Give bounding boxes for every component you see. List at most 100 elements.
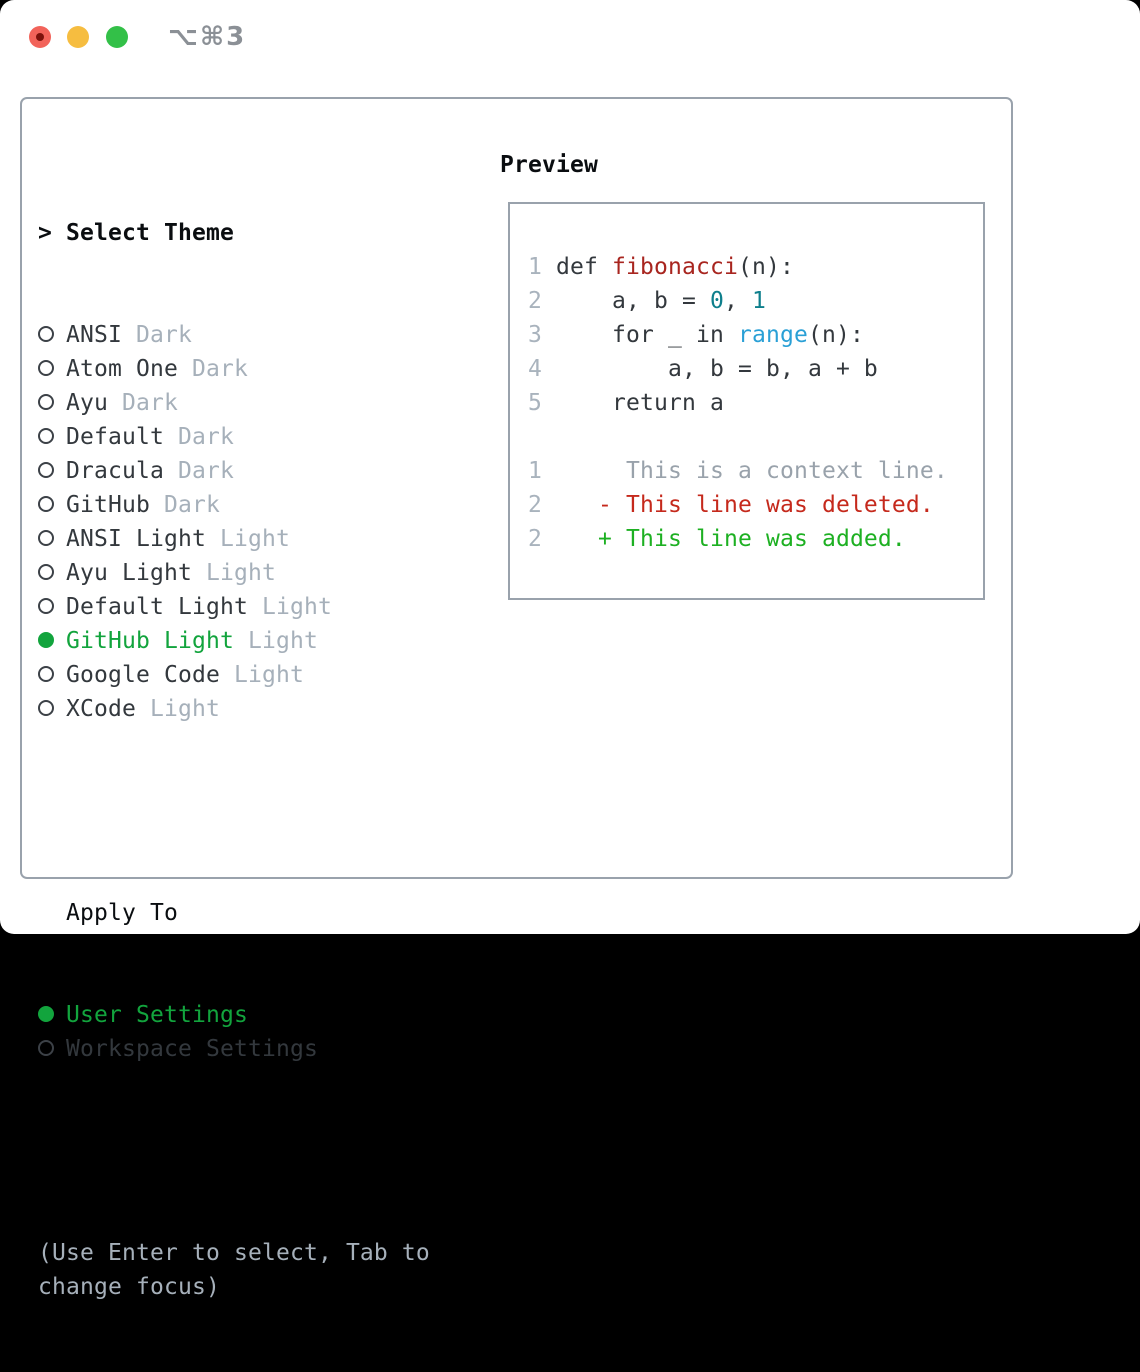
theme-variant: Dark: [149, 492, 220, 518]
radio-ring-icon: [38, 530, 54, 546]
preview-line: 4 a, b = b, a + b: [528, 352, 948, 386]
theme-option[interactable]: GitHub Dark: [38, 488, 430, 522]
radio-icon: [38, 692, 66, 726]
apply-option-label: User Settings: [66, 1002, 248, 1028]
radio-icon: [38, 352, 66, 386]
close-dot-icon: [36, 33, 44, 41]
preview-line: 5 return a: [528, 386, 948, 420]
line-number: 2: [528, 492, 542, 518]
radio-icon: [38, 420, 66, 454]
theme-name: Ayu: [66, 390, 108, 416]
theme-option[interactable]: Google Code Light: [38, 658, 430, 692]
preview-line: 1 This is a context line.: [528, 454, 948, 488]
code-segment-del: - This line was deleted.: [542, 492, 934, 518]
theme-variant: Light: [233, 628, 318, 654]
theme-option[interactable]: Ayu Light Light: [38, 556, 430, 590]
code-segment-num: 1: [751, 288, 766, 314]
apply-option[interactable]: User Settings: [38, 998, 430, 1032]
theme-option[interactable]: ANSI Dark: [38, 318, 430, 352]
traffic-light-minimize[interactable]: [67, 26, 89, 48]
preview-line: [528, 420, 948, 454]
code-segment-num: 0: [709, 288, 724, 314]
radio-icon: [38, 658, 66, 692]
theme-option[interactable]: Atom One Dark: [38, 352, 430, 386]
hint-line: change focus): [38, 1274, 220, 1300]
code-segment-code: return a: [542, 390, 724, 416]
code-segment-code: a, b =: [542, 288, 710, 314]
theme-name: Dracula: [66, 458, 164, 484]
code-segment-code: for _ in: [542, 322, 738, 348]
code-segment-fn: fibonacci: [612, 254, 738, 280]
radio-ring-icon: [38, 666, 54, 682]
theme-variant: Light: [205, 526, 290, 552]
select-theme-heading: > Select Theme: [38, 216, 430, 250]
radio-ring-icon: [38, 598, 54, 614]
theme-option[interactable]: Default Light Light: [38, 590, 430, 624]
hint-line: (Use Enter to select, Tab to: [38, 1240, 430, 1266]
radio-icon: [38, 556, 66, 590]
theme-variant: Dark: [163, 424, 234, 450]
radio-ring-icon: [38, 462, 54, 478]
radio-ring-icon: [38, 564, 54, 580]
traffic-light-zoom[interactable]: [106, 26, 128, 48]
theme-variant: Dark: [108, 390, 178, 416]
radio-ring-icon: [38, 1006, 54, 1022]
theme-name: GitHub: [66, 492, 150, 518]
theme-name: XCode: [66, 696, 136, 722]
line-number: 2: [528, 526, 542, 552]
radio-icon: [38, 488, 66, 522]
theme-option[interactable]: Dracula Dark: [38, 454, 430, 488]
radio-ring-icon: [38, 632, 54, 648]
radio-icon: [38, 386, 66, 420]
select-theme-label: Select Theme: [66, 220, 234, 246]
theme-option[interactable]: ANSI Light Light: [38, 522, 430, 556]
theme-option[interactable]: Ayu Dark: [38, 386, 430, 420]
theme-variant: Dark: [177, 356, 248, 382]
theme-name: Ayu Light: [66, 560, 192, 586]
code-segment-code: a, b = b, a + b: [542, 356, 878, 382]
line-number: 2: [528, 288, 542, 314]
code-segment-call: range: [737, 322, 808, 348]
theme-name: ANSI Light: [66, 526, 206, 552]
code-segment-ctx: This is a context line.: [542, 458, 948, 484]
spacer: [38, 1134, 430, 1168]
theme-name: Default Light: [66, 594, 248, 620]
theme-option[interactable]: GitHub Light Light: [38, 624, 430, 658]
theme-name: Google Code: [66, 662, 220, 688]
apply-to-heading: Apply To: [66, 900, 178, 926]
spacer: [38, 794, 430, 828]
preview-line: 2 a, b = 0, 1: [528, 284, 948, 318]
code-segment-code: (n):: [807, 322, 864, 348]
theme-variant: Light: [191, 560, 276, 586]
theme-name: ANSI: [66, 322, 122, 348]
radio-icon: [38, 454, 66, 488]
line-number: 1: [528, 254, 542, 280]
preview-line: 2 - This line was deleted.: [528, 488, 948, 522]
code-segment-code: def: [542, 254, 612, 280]
code-segment-add: + This line was added.: [542, 526, 906, 552]
radio-ring-icon: [38, 1040, 54, 1056]
theme-option[interactable]: Default Dark: [38, 420, 430, 454]
radio-ring-icon: [38, 496, 54, 512]
theme-name: Default: [66, 424, 164, 450]
radio-icon: [38, 624, 66, 658]
preview-line: 1 def fibonacci(n):: [528, 250, 948, 284]
code-segment-code: (n):: [737, 254, 794, 280]
theme-name: Atom One: [66, 356, 178, 382]
line-number: 1: [528, 458, 542, 484]
apply-option-label: Workspace Settings: [66, 1036, 318, 1062]
radio-icon: [38, 590, 66, 624]
line-number: 4: [528, 356, 542, 382]
preview-line: 3 for _ in range(n):: [528, 318, 948, 352]
traffic-light-close[interactable]: [29, 26, 51, 48]
line-number: 5: [528, 390, 542, 416]
theme-variant: Dark: [122, 322, 192, 348]
radio-icon: [38, 318, 66, 352]
apply-option[interactable]: Workspace Settings: [38, 1032, 430, 1066]
theme-option[interactable]: XCode Light: [38, 692, 430, 726]
